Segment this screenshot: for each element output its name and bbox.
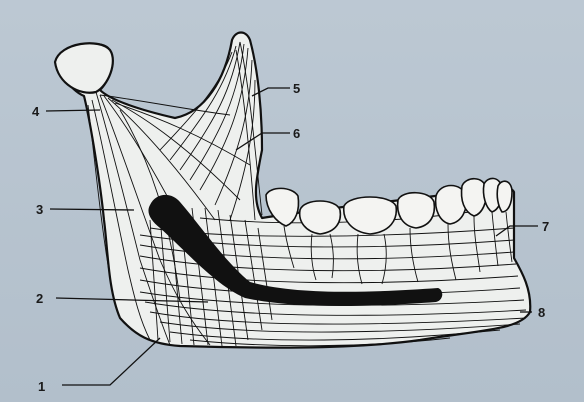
label-4: 4 xyxy=(32,104,40,119)
label-2: 2 xyxy=(36,291,43,306)
label-3: 3 xyxy=(36,202,43,217)
condyle xyxy=(55,43,113,93)
label-8: 8 xyxy=(538,305,545,320)
label-6: 6 xyxy=(293,126,300,141)
label-5: 5 xyxy=(293,81,300,96)
leader-1 xyxy=(62,338,160,385)
label-1: 1 xyxy=(38,379,45,394)
label-7: 7 xyxy=(542,219,549,234)
